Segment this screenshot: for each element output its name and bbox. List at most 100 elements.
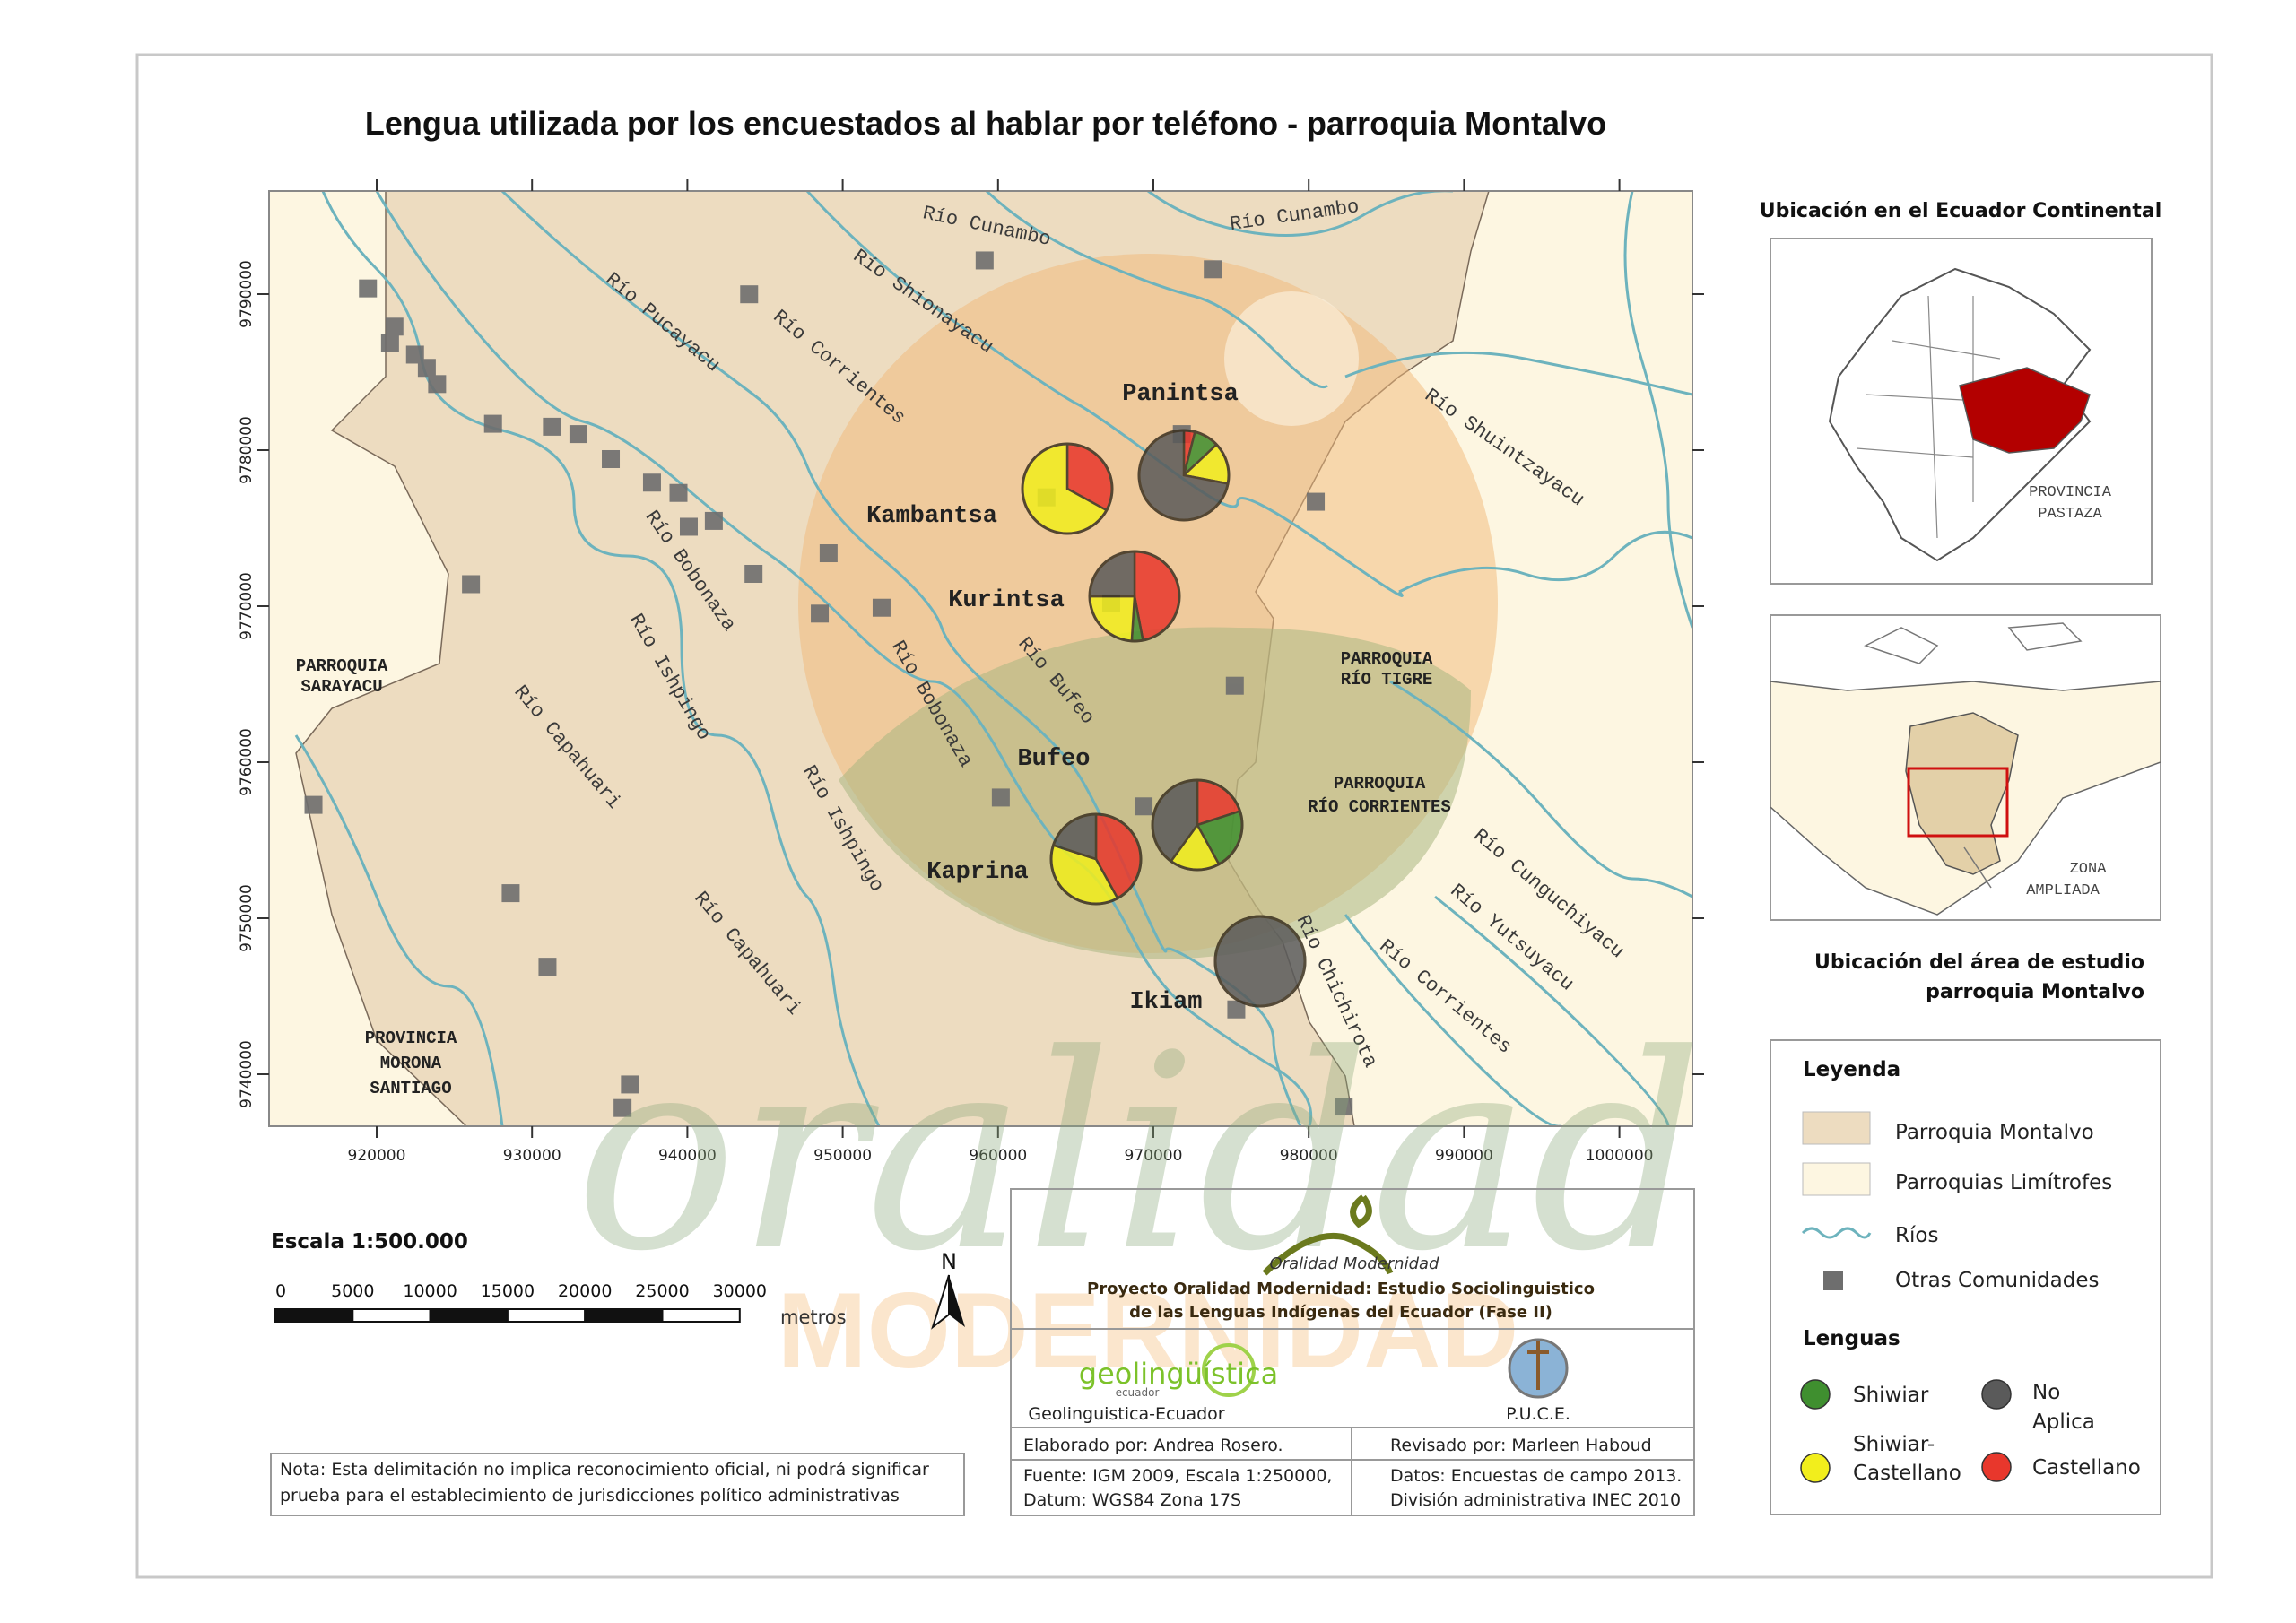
community-square bbox=[740, 285, 759, 304]
scale-segment bbox=[661, 1308, 741, 1323]
inset-ecuador: PROVINCIA PASTAZA bbox=[1770, 238, 2152, 585]
legend-lengua: Aplica bbox=[2032, 1410, 2095, 1434]
inset1-title: Ubicación en el Ecuador Continental bbox=[1760, 200, 2162, 222]
legend-title: Leyenda bbox=[1803, 1058, 1900, 1081]
legend-lengua: Shiwiar bbox=[1853, 1384, 1929, 1407]
community-square bbox=[569, 425, 587, 444]
community-labels: Panintsa Kambantsa Kurintsa Bufeo Kaprin… bbox=[866, 381, 1239, 1016]
scale-label: 20000 bbox=[558, 1281, 612, 1301]
pie-ikiam bbox=[1213, 915, 1307, 1008]
shiwiar-swatch bbox=[1800, 1379, 1831, 1410]
community-square-icon bbox=[1823, 1271, 1843, 1290]
note-text: Nota: Esta delimitación no implica recon… bbox=[280, 1460, 929, 1506]
community-square bbox=[811, 604, 830, 623]
x-tick-label: 950000 bbox=[813, 1147, 872, 1165]
scale-label: 5000 bbox=[331, 1281, 374, 1301]
note: Nota: Esta delimitación no implica recon… bbox=[280, 1460, 929, 1506]
x-tick-label: 920000 bbox=[348, 1147, 406, 1165]
community-square bbox=[1135, 797, 1153, 816]
x-tick-label: 930000 bbox=[503, 1147, 561, 1165]
x-tick-label: 990000 bbox=[1435, 1147, 1493, 1165]
community-square bbox=[669, 483, 688, 502]
pie-charts bbox=[1021, 429, 1307, 1008]
y-tick-label: 9790000 bbox=[238, 260, 256, 328]
river-icon bbox=[1801, 1227, 1872, 1239]
pie-kurintsa bbox=[1088, 550, 1181, 643]
fuente: Fuente: IGM 2009, Escala 1:250000, bbox=[1023, 1466, 1332, 1486]
scale-label: 25000 bbox=[635, 1281, 689, 1301]
map-frame bbox=[268, 190, 1693, 1127]
scale-title: Escala 1:500.000 bbox=[271, 1230, 468, 1254]
scale-label: 0 bbox=[275, 1281, 286, 1301]
lenguas-title: Lenguas bbox=[1803, 1327, 1900, 1350]
oralidad-logo-text: Oralidad Modernidad bbox=[1270, 1254, 1440, 1273]
pie-outline bbox=[1151, 778, 1244, 872]
inset-zona-ampliada: ZONA AMPLIADA bbox=[1770, 614, 2161, 921]
community-label: Kurintsa bbox=[948, 587, 1065, 614]
y-tick-label: 9760000 bbox=[238, 728, 256, 796]
datos: División administrativa INEC 2010 bbox=[1390, 1490, 1681, 1510]
inset2-title: parroquia Montalvo bbox=[1926, 981, 2144, 1003]
community-square bbox=[1204, 260, 1222, 279]
buffer-gap bbox=[1224, 291, 1359, 426]
inset1-label: PROVINCIA bbox=[2029, 484, 2112, 501]
y-tick-label: 9770000 bbox=[238, 572, 256, 640]
north-label: N bbox=[941, 1249, 957, 1274]
community-square bbox=[428, 375, 447, 394]
community-square bbox=[679, 517, 698, 536]
scale-segment bbox=[429, 1308, 509, 1323]
pie-outline bbox=[1088, 550, 1181, 643]
note-box bbox=[270, 1453, 965, 1516]
community-label: Bufeo bbox=[1017, 746, 1090, 773]
elaborado: Elaborado por: Andrea Rosero. bbox=[1023, 1436, 1283, 1455]
inset2-label: ZONA bbox=[2070, 861, 2108, 878]
parish-label: PARROQUIA bbox=[1334, 774, 1426, 794]
scale-segment bbox=[584, 1308, 664, 1323]
parish-label: PROVINCIA bbox=[365, 1028, 457, 1048]
pie-outline bbox=[1049, 812, 1143, 906]
legend-item: Otras Comunidades bbox=[1895, 1269, 2099, 1292]
parish-labels: PARROQUIA SARAYACU PARROQUIA RÍO TIGRE P… bbox=[296, 649, 1451, 1098]
legend-lengua: No bbox=[2032, 1381, 2060, 1404]
pie-outline bbox=[1213, 915, 1307, 1008]
community-label: Panintsa bbox=[1122, 381, 1239, 408]
scale-segment bbox=[274, 1308, 354, 1323]
scale-label: 30000 bbox=[713, 1281, 767, 1301]
parish-label: RÍO TIGRE bbox=[1341, 670, 1433, 690]
project-line: Proyecto Oralidad Modernidad: Estudio So… bbox=[1087, 1280, 1595, 1298]
pie-outline bbox=[1137, 429, 1231, 522]
globe-icon bbox=[1202, 1343, 1256, 1397]
parish-label: PARROQUIA bbox=[1341, 649, 1433, 669]
community-square bbox=[380, 334, 399, 352]
community-square bbox=[744, 564, 763, 583]
scale-unit: metros bbox=[780, 1306, 847, 1328]
community-square bbox=[483, 414, 502, 433]
pie-kambantsa bbox=[1021, 442, 1114, 535]
project-line: de las Lenguas Indígenas del Ecuador (Fa… bbox=[1129, 1303, 1552, 1322]
scale-segment bbox=[506, 1308, 587, 1323]
datos: Datos: Encuestas de campo 2013. bbox=[1390, 1466, 1682, 1486]
community-square bbox=[1225, 676, 1244, 695]
map-title: Lengua utilizada por los encuestados al … bbox=[365, 105, 1606, 142]
community-square bbox=[1227, 1000, 1246, 1019]
north-arrow-icon: N bbox=[931, 1249, 965, 1330]
limitrofes-swatch bbox=[1802, 1162, 1871, 1196]
legend-lengua: Shiwiar- bbox=[1853, 1433, 1935, 1456]
community-square bbox=[621, 1075, 639, 1094]
community-square bbox=[385, 317, 404, 336]
community-square bbox=[991, 788, 1010, 807]
pastaza-highlight bbox=[1959, 367, 2091, 454]
community-square bbox=[613, 1098, 632, 1117]
scale-label: 10000 bbox=[403, 1281, 457, 1301]
pie-kaprina bbox=[1049, 812, 1143, 906]
community-square bbox=[704, 511, 723, 530]
revisado: Revisado por: Marleen Haboud bbox=[1390, 1436, 1652, 1455]
community-square bbox=[872, 598, 891, 617]
pie-outline bbox=[1021, 442, 1114, 535]
no-aplica-swatch bbox=[1981, 1379, 2012, 1410]
credits-box: Oralidad Modernidad Proyecto Oralidad Mo… bbox=[1010, 1188, 1695, 1516]
parish-label: RÍO CORRIENTES bbox=[1308, 797, 1451, 817]
y-tick-label: 9750000 bbox=[238, 884, 256, 952]
